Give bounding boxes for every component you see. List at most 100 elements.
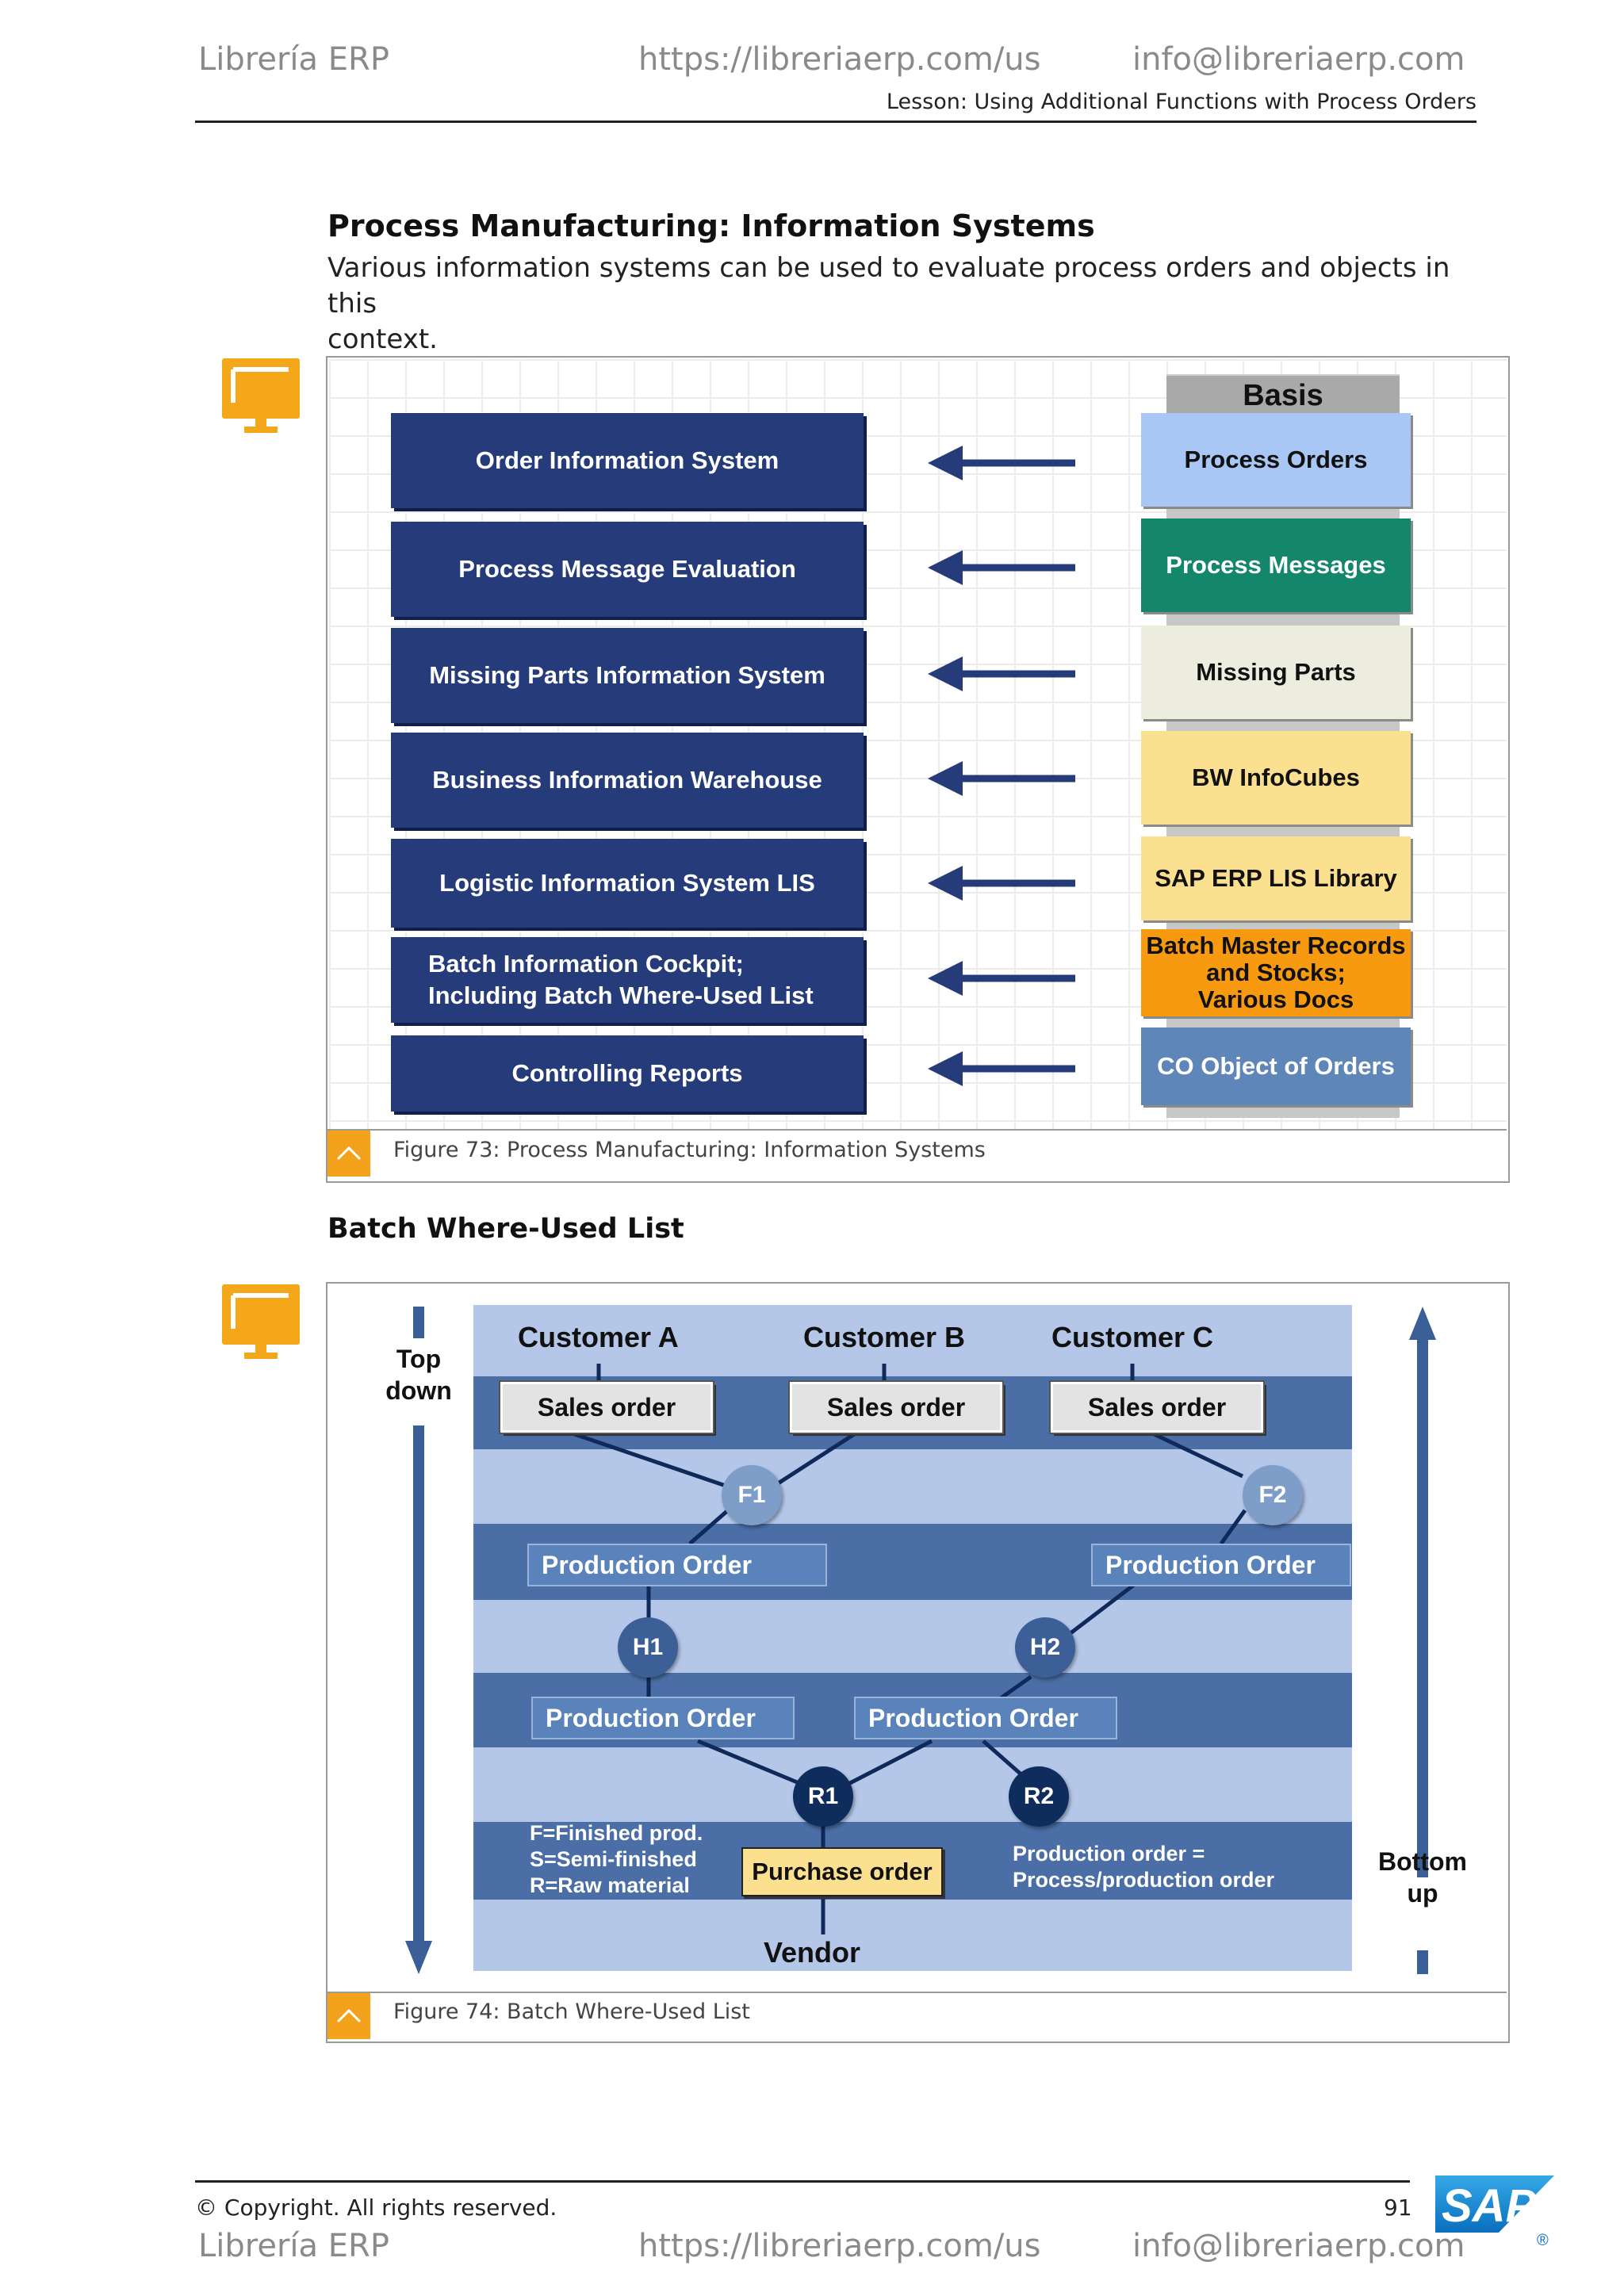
src-label: BW InfoCubes [1192, 763, 1360, 791]
page-number: 91 [1384, 2195, 1412, 2221]
is-box-order-information-system: Order Information System [391, 413, 864, 508]
svg-text:SAP: SAP [1442, 2180, 1537, 2232]
node-r1: R1 [793, 1766, 853, 1827]
band-light [473, 1449, 1352, 1524]
src-process-messages: Process Messages [1141, 519, 1411, 612]
is-label: Order Information System [475, 446, 779, 474]
note-line: Process/production order [1013, 1868, 1275, 1892]
svg-text:®: ® [1537, 2232, 1549, 2248]
side-label-line: up [1407, 1879, 1438, 1908]
sap-logo: SAP ® [1435, 2175, 1554, 2248]
src-label: Process Orders [1184, 446, 1368, 473]
section-title: Batch Where-Used List [327, 1213, 684, 1245]
up-arrow-icon [1409, 1307, 1436, 1974]
src-process-orders: Process Orders [1141, 413, 1411, 507]
purchase-order-box: Purchase order [741, 1847, 943, 1896]
is-box-controlling-reports: Controlling Reports [391, 1035, 864, 1112]
band-customers [473, 1305, 1352, 1376]
side-label-line: Bottom [1378, 1847, 1467, 1876]
production-order-box: Production Order [531, 1697, 795, 1739]
left-arrow-icon [928, 866, 1075, 901]
bottom-up-label: Bottom up [1371, 1846, 1474, 1909]
production-order-box: Production Order [854, 1697, 1117, 1739]
figure-caption-bar [327, 1129, 1507, 1180]
node-f2: F2 [1243, 1465, 1303, 1525]
legend: F=Finished prod. S=Semi-finished R=Raw m… [530, 1820, 703, 1899]
intro-line: context. [327, 323, 438, 355]
header-email[interactable]: info@libreriaerp.com [1132, 41, 1465, 78]
copyright: © Copyright. All rights reserved. [195, 2195, 557, 2221]
sales-order-box: Sales order [499, 1380, 714, 1434]
caption-collapse-icon[interactable] [327, 1131, 370, 1177]
left-arrow-icon [928, 446, 1075, 480]
src-lis-library: SAP ERP LIS Library [1141, 836, 1411, 920]
node-r2: R2 [1009, 1766, 1069, 1827]
is-label: Controlling Reports [511, 1059, 743, 1087]
side-label-line: Top [396, 1345, 442, 1373]
node-h1: H1 [618, 1617, 678, 1678]
legend-line: R=Raw material [530, 1873, 690, 1897]
monitor-icon [222, 358, 300, 433]
legend-line: S=Semi-finished [530, 1847, 697, 1871]
left-arrow-icon [928, 656, 1075, 691]
is-box-business-information-warehouse: Business Information Warehouse [391, 733, 864, 828]
legend-line: F=Finished prod. [530, 1821, 703, 1845]
band-light [473, 1747, 1352, 1822]
production-order-note: Production order = Process/production or… [1013, 1841, 1274, 1893]
header-rule [195, 121, 1477, 123]
side-label-line: down [385, 1376, 452, 1405]
lesson-title: Lesson: Using Additional Functions with … [886, 90, 1477, 114]
left-arrow-icon [928, 550, 1075, 585]
basis-header: Basis [1166, 374, 1400, 415]
production-order-box: Production Order [527, 1544, 827, 1586]
is-box-process-message-evaluation: Process Message Evaluation [391, 522, 864, 617]
footer-url[interactable]: https://libreriaerp.com/us [638, 2228, 1041, 2264]
is-box-batch-information-cockpit: Batch Information Cockpit; Including Bat… [391, 937, 864, 1023]
is-label: Including Batch Where-Used List [428, 982, 814, 1009]
figure-caption: Figure 73: Process Manufacturing: Inform… [393, 1138, 986, 1162]
figure-caption-bar [327, 1992, 1507, 2041]
is-label: Logistic Information System LIS [439, 869, 815, 897]
basis-label: Basis [1243, 379, 1323, 412]
header-url[interactable]: https://libreriaerp.com/us [638, 41, 1041, 78]
src-label: Missing Parts [1196, 658, 1356, 686]
footer-brand: Librería ERP [198, 2228, 389, 2264]
is-label: Missing Parts Information System [429, 661, 825, 689]
production-order-box: Production Order [1091, 1544, 1351, 1586]
node-h2: H2 [1015, 1617, 1075, 1678]
intro-line: Various information systems can be used … [327, 252, 1450, 320]
src-label: SAP ERP LIS Library [1155, 864, 1397, 892]
footer-rule [195, 2180, 1410, 2183]
is-box-missing-parts: Missing Parts Information System [391, 628, 864, 723]
caption-collapse-icon[interactable] [327, 1993, 370, 2039]
src-label: Batch Master Records [1146, 932, 1406, 959]
customer-a-label: Customer A [518, 1321, 679, 1353]
src-label: Various Docs [1197, 985, 1354, 1013]
is-label: Process Message Evaluation [458, 555, 796, 583]
src-co-object: CO Object of Orders [1141, 1027, 1411, 1105]
sales-order-box: Sales order [788, 1380, 1004, 1434]
src-bw-infocubes: BW InfoCubes [1141, 731, 1411, 825]
src-label: CO Object of Orders [1157, 1052, 1395, 1080]
customer-b-label: Customer B [803, 1321, 966, 1353]
band-vendor [473, 1900, 1352, 1971]
src-batch-master-records: Batch Master Records and Stocks; Various… [1141, 929, 1411, 1016]
section-intro: Various information systems can be used … [327, 251, 1493, 358]
sales-order-box: Sales order [1049, 1380, 1265, 1434]
monitor-icon [222, 1284, 300, 1359]
vendor-label: Vendor [764, 1936, 861, 1969]
header-brand: Librería ERP [198, 41, 389, 78]
is-label: Batch Information Cockpit; [428, 950, 744, 978]
left-arrow-icon [928, 1051, 1075, 1086]
src-label: and Stocks; [1206, 959, 1346, 986]
is-label: Business Information Warehouse [432, 766, 822, 794]
customer-c-label: Customer C [1051, 1321, 1214, 1353]
down-arrow-icon [405, 1307, 432, 1974]
left-arrow-icon [928, 961, 1075, 996]
footer-email[interactable]: info@libreriaerp.com [1132, 2228, 1465, 2264]
top-down-label: Top down [379, 1343, 458, 1406]
src-missing-parts: Missing Parts [1141, 626, 1411, 719]
is-box-lis: Logistic Information System LIS [391, 839, 864, 928]
note-line: Production order = [1013, 1842, 1205, 1866]
